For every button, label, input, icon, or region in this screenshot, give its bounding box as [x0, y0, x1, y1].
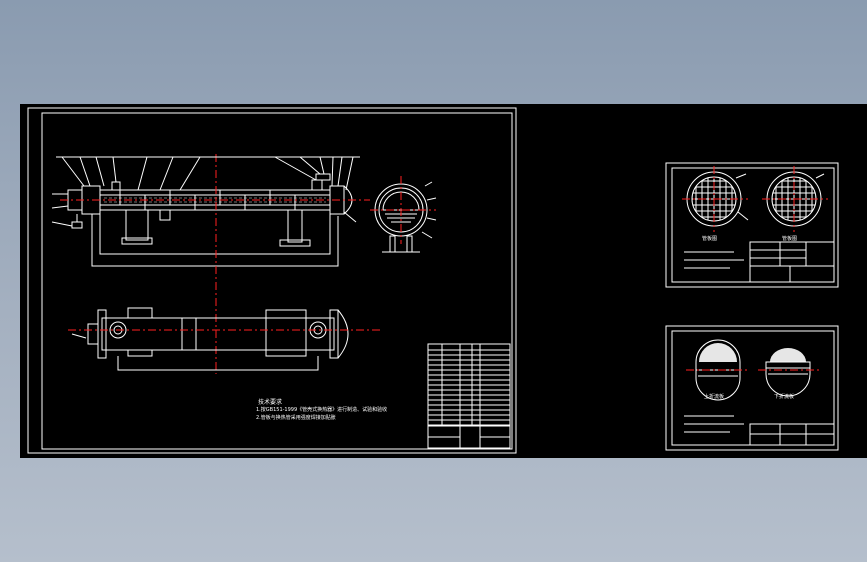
nozzle-left-top [111, 181, 121, 191]
tubesheet-sheet: 管板图 管板图 [665, 162, 839, 288]
end-view [370, 176, 437, 253]
main-sheet-outer-border [27, 107, 517, 454]
front-view [51, 154, 370, 374]
plan-view-nozzle-left [109, 321, 127, 339]
main-sheet: 技术要求 1.按GB151-1999《管壳式换热器》进行制造、试验和验收 2.管… [27, 107, 517, 454]
note-2: 2.管板与换热管采用强度焊接加贴胀 [256, 414, 336, 421]
lower-baffle-view [758, 348, 820, 397]
tubesheet-view-right [762, 166, 828, 232]
plan-view [68, 307, 380, 371]
tubesheet-label-right: 管板图 [782, 235, 797, 242]
baffle-sheet: 上折流板 下折流板 [665, 325, 839, 451]
saddle-support-left [125, 209, 149, 241]
lower-baffle-label: 下折流板 [774, 393, 794, 400]
notes-title: 技术要求 [258, 398, 282, 406]
main-sheet-inner-border [41, 112, 513, 450]
parts-list-table [427, 343, 511, 449]
main-notes: 技术要求 1.按GB151-1999《管壳式换热器》进行制造、试验和验收 2.管… [256, 398, 387, 421]
note-1: 1.按GB151-1999《管壳式换热器》进行制造、试验和验收 [256, 406, 387, 413]
saddle-support-right [287, 209, 303, 243]
overall-dimension-line [91, 214, 339, 267]
plan-view-shell [101, 317, 335, 351]
nozzle-right-top [311, 179, 323, 191]
tubesheet-label: 管板图 [702, 235, 717, 242]
part-leaders-top [56, 156, 360, 191]
cad-drawing: 技术要求 1.按GB151-1999《管壳式换热器》进行制造、试验和验收 2.管… [27, 107, 839, 454]
upper-baffle-view [686, 339, 750, 401]
cad-drawing-canvas[interactable]: 技术要求 1.按GB151-1999《管壳式换热器》进行制造、试验和验收 2.管… [20, 104, 867, 458]
upper-baffle-label: 上折流板 [704, 393, 724, 400]
tubesheet-view-left [682, 166, 749, 232]
baffles [119, 190, 296, 210]
